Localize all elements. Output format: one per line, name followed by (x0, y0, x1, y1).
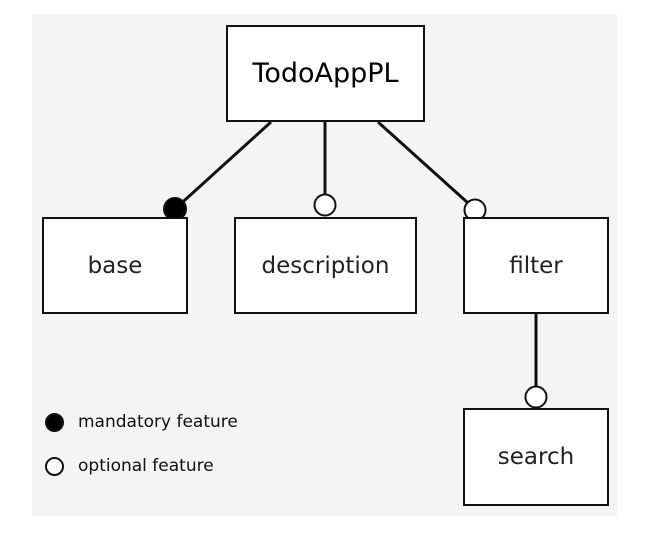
legend-optional-label: optional feature (78, 456, 214, 476)
legend-optional: optional feature (45, 456, 214, 476)
feature-node-description: description (234, 217, 417, 314)
optional-marker-search (524, 385, 548, 409)
edge-root-filter (376, 120, 470, 205)
feature-node-filter: filter (463, 217, 609, 314)
filled-circle-icon (45, 412, 64, 432)
feature-node-search: search (463, 408, 609, 506)
optional-marker-description (313, 193, 337, 217)
legend-mandatory-label: mandatory feature (78, 412, 238, 432)
feature-node-root: TodoAppPL (226, 25, 425, 122)
feature-node-base: base (42, 217, 188, 314)
edge-root-base (173, 120, 273, 211)
legend-mandatory: mandatory feature (45, 412, 238, 432)
hollow-circle-icon (45, 456, 64, 476)
